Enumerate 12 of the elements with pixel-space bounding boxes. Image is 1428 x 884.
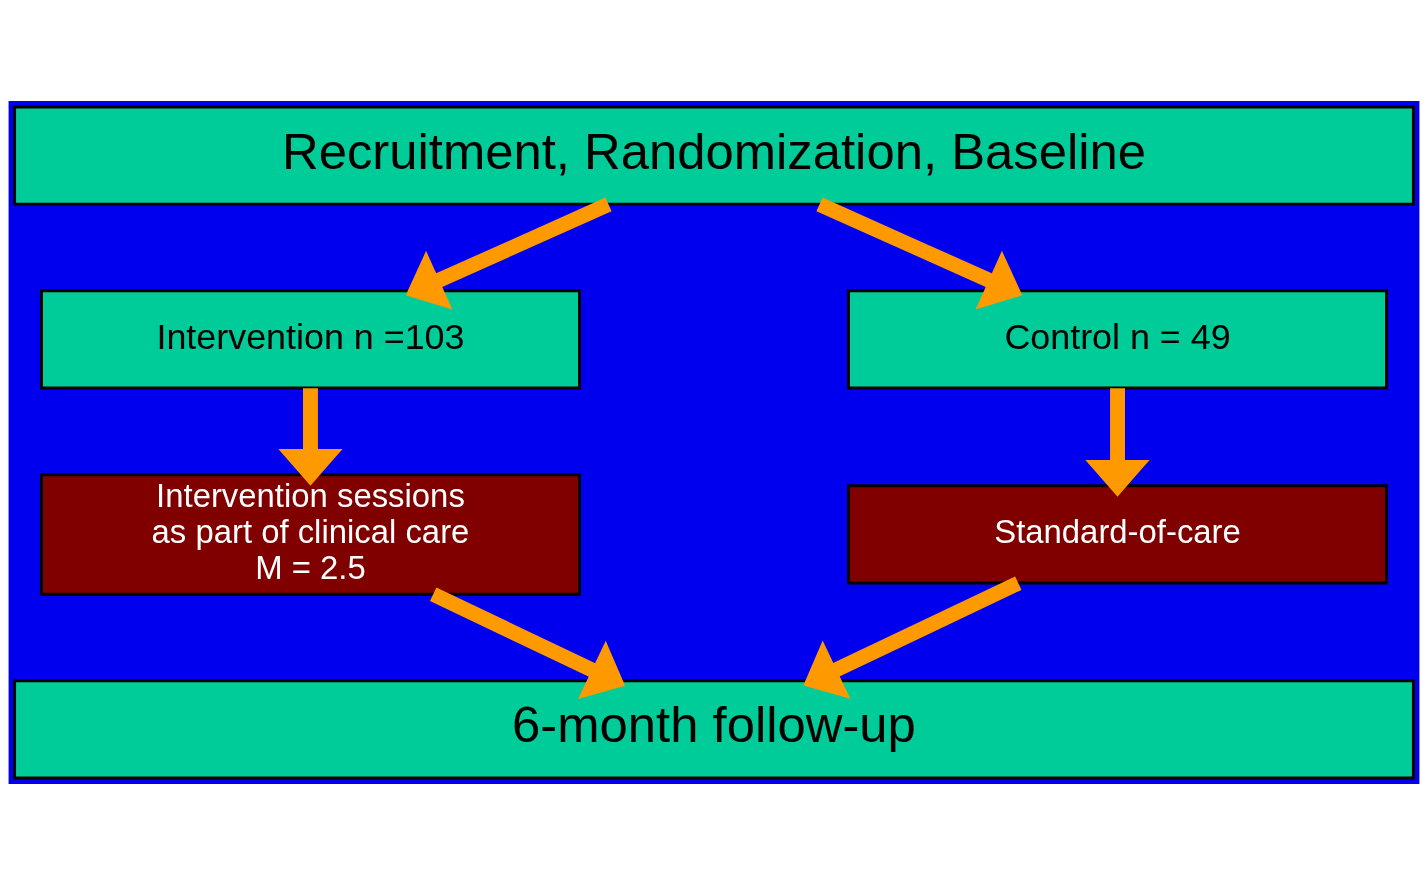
arrow [1085,387,1150,497]
node-box: 6-month follow-up [13,678,1415,779]
node-box: Intervention n =103 [39,288,581,389]
arrow [278,387,343,486]
arrow [803,575,1022,699]
node-box: Standard-of-care [847,483,1389,584]
arrow [816,197,1023,310]
node-box: Intervention sessions as part of clinical care M = 2.5 [39,472,581,596]
node-box: Recruitment, Randomization, Baseline [13,105,1415,206]
arrow [405,197,612,310]
node-box: Control n = 49 [847,288,1389,389]
arrow [429,587,626,699]
